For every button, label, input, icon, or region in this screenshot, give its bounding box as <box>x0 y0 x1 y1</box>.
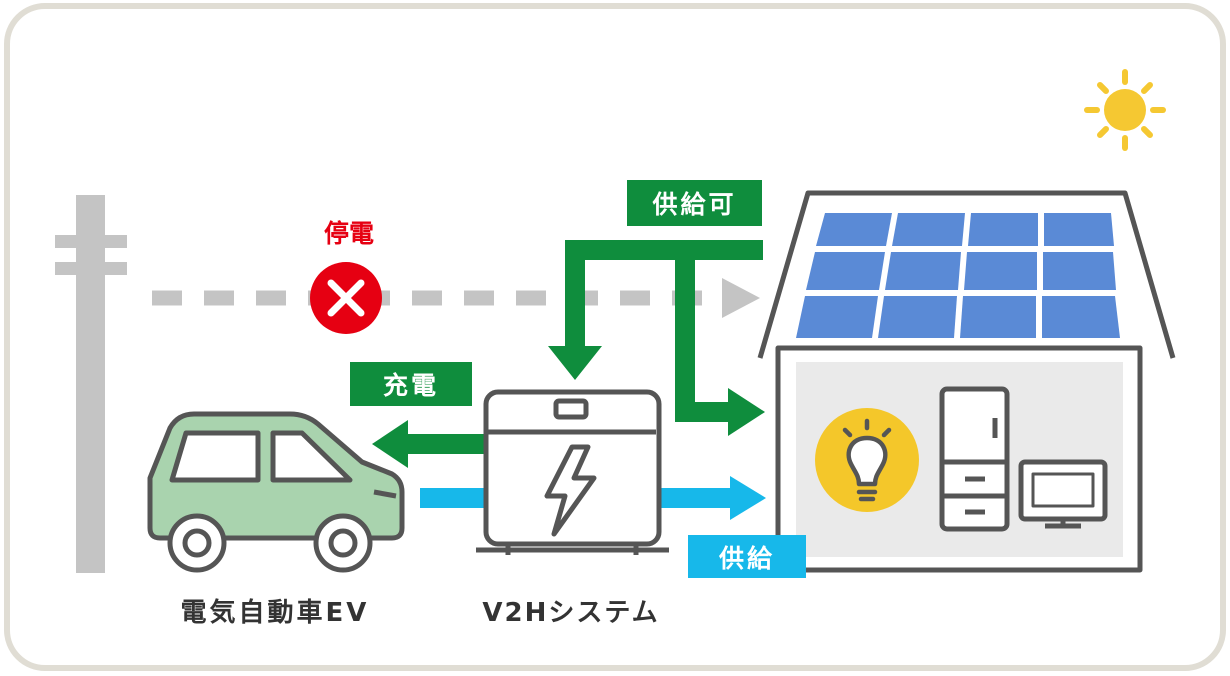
v2h-label: V2Hシステム <box>482 598 660 628</box>
car-icon <box>147 411 405 573</box>
refrigerator-icon <box>939 386 1010 532</box>
grid-power-line <box>152 278 760 318</box>
utility-pole-icon <box>55 195 127 573</box>
supply-possible-arrow <box>548 240 765 436</box>
solar-panel-icon <box>796 213 1120 338</box>
outage-label: 停電 <box>323 219 374 248</box>
sun-icon <box>1084 69 1166 151</box>
charge-arrow <box>372 420 490 468</box>
monitor-icon <box>1018 459 1108 529</box>
supply-label: 供給 <box>688 535 806 578</box>
cross-icon <box>310 262 382 334</box>
light-bulb-icon <box>815 408 919 512</box>
charge-label: 充電 <box>350 362 472 406</box>
ev-label: 電気自動車EV <box>180 598 370 628</box>
lightning-icon <box>544 444 597 537</box>
supply-possible-label: 供給可 <box>627 180 762 226</box>
supply-arrow <box>420 476 766 520</box>
